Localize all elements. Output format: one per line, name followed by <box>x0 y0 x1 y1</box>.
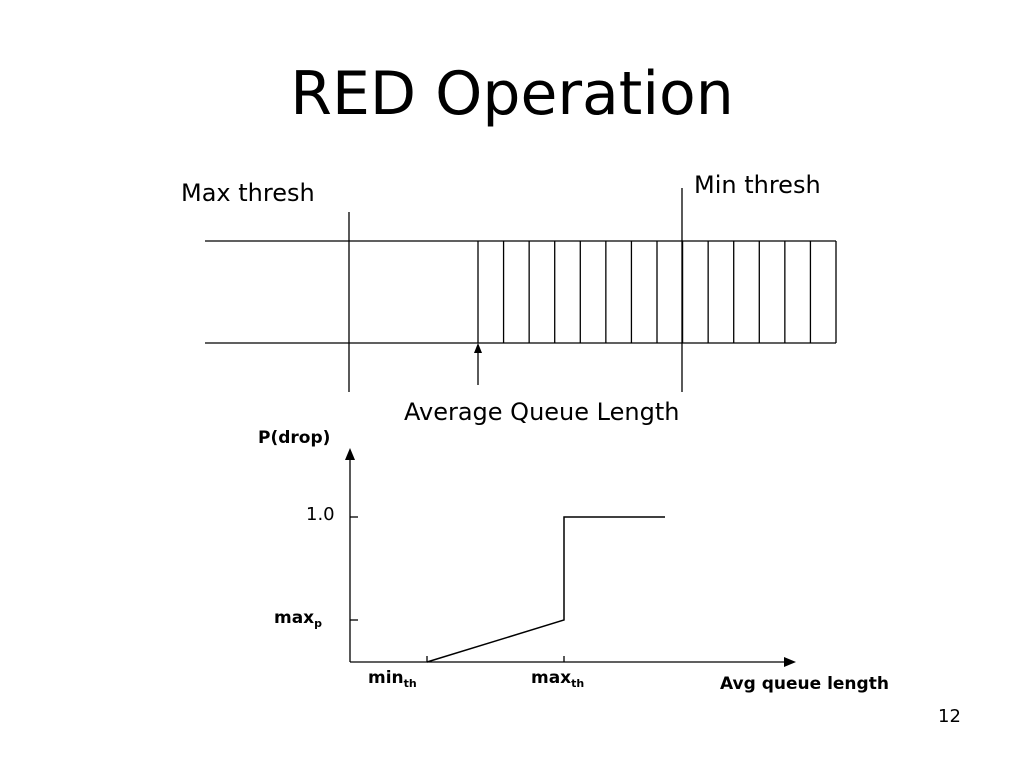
y-tick-one-label: 1.0 <box>306 504 335 525</box>
x-tick-min-label: minth <box>368 668 417 694</box>
maxp-subscript: p <box>314 617 323 630</box>
min-thresh-label: Min thresh <box>694 171 821 199</box>
maxth-subscript: th <box>571 677 585 690</box>
queue-buffer <box>205 240 837 344</box>
x-axis-arrowhead <box>784 657 796 667</box>
x-axis-label: Avg queue length <box>720 674 889 694</box>
avg-queue-arrow <box>474 343 482 385</box>
page-number: 12 <box>938 706 961 727</box>
y-axis-label: P(drop) <box>258 428 331 448</box>
y-tick-maxp-label: maxp <box>274 608 322 634</box>
y-axis-arrowhead <box>345 448 355 460</box>
maxth-base: max <box>531 668 572 688</box>
slide-title: RED Operation <box>290 59 734 129</box>
max-thresh-label: Max thresh <box>181 179 315 207</box>
avg-queue-length-label: Average Queue Length <box>404 398 680 426</box>
drop-probability-graph <box>345 448 796 667</box>
drop-probability-curve <box>426 516 665 663</box>
minth-base: min <box>368 668 404 688</box>
x-tick-max-label: maxth <box>531 668 584 694</box>
queue-slots <box>477 241 812 343</box>
maxp-base: max <box>274 608 315 628</box>
minth-subscript: th <box>403 677 417 690</box>
